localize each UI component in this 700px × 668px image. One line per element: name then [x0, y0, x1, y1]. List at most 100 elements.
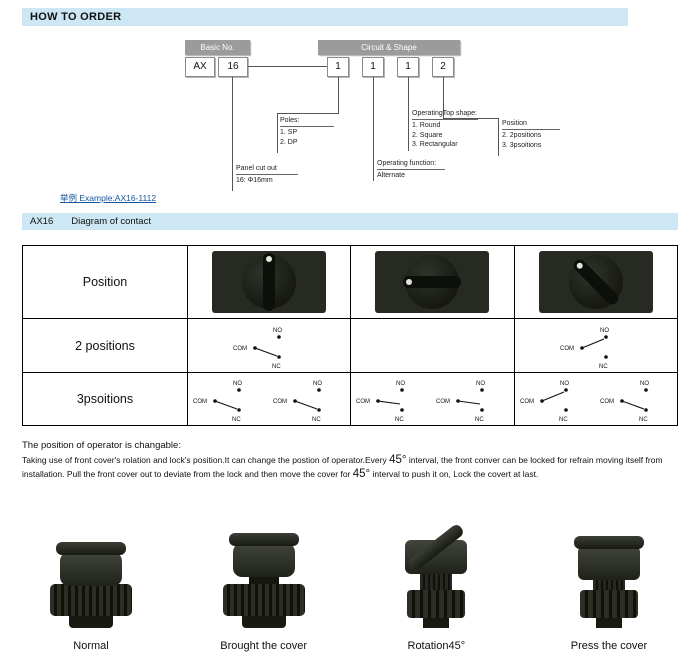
com-label: COM — [356, 399, 370, 405]
section-title: Diagram of contact — [71, 216, 151, 227]
no-label: NO — [396, 381, 405, 387]
com-label: COM — [436, 399, 450, 405]
switch-arm — [581, 337, 605, 349]
panel-cut-annotation: Panel cut out 16: Φ16mm — [236, 164, 298, 186]
switch-cap — [232, 543, 295, 577]
how-to-order-header: HOW TO ORDER — [22, 8, 628, 26]
switch-photo — [222, 502, 305, 628]
circuit-shape-label: Circuit & Shape — [318, 40, 460, 55]
example-text: 举例 Example:AX16-1112 — [60, 193, 157, 203]
no-terminal — [237, 388, 241, 392]
switch-cap — [577, 546, 640, 580]
row-label-2positions: 2 positions — [22, 318, 188, 373]
row-label-position: Position — [22, 245, 188, 319]
switch-photo — [573, 502, 644, 628]
no-label: NO — [640, 381, 649, 387]
connector-line — [338, 77, 339, 114]
knob-indicator-dot — [266, 256, 273, 262]
code-cell-circuit-2: 1 — [362, 57, 384, 77]
nc-terminal — [564, 408, 568, 412]
gallery-caption: Brought the cover — [220, 640, 308, 652]
switch-base — [241, 616, 286, 628]
gallery-item-normal: Normal — [12, 502, 170, 652]
position-option: 3. 3psoitions — [502, 141, 542, 149]
com-label: COM — [193, 399, 207, 405]
contact-diagram: NO COM NC — [356, 381, 405, 422]
switch-base — [69, 616, 113, 628]
panel-cut-option: 16: Φ16mm — [236, 177, 273, 185]
position-option: 2. 2positions — [502, 132, 542, 140]
poles-annotation: Poles: 1. SP 2. DP — [280, 116, 334, 147]
knob-indicator-dot — [575, 261, 584, 270]
position-photo-cell — [513, 245, 679, 319]
connector-line — [443, 77, 444, 119]
connector-line — [232, 77, 233, 191]
switch-thread-tip — [595, 618, 622, 628]
switch-arm — [458, 400, 481, 405]
contact-cell — [350, 318, 515, 373]
knob-circle — [403, 255, 462, 309]
description-body: Taking use of front cover's rolation and… — [22, 454, 682, 481]
switch-mounting-nut — [407, 590, 466, 618]
top-shape-annotation: OperatingTop shape: 1. Round 2. Square 3… — [412, 109, 478, 150]
connector-line — [408, 77, 409, 151]
degree-text: 45° — [389, 454, 407, 466]
com-label: COM — [273, 399, 287, 405]
contact-table: Position — [22, 245, 679, 426]
gallery-item-brought-cover: Brought the cover — [185, 502, 343, 652]
connector-line — [443, 118, 499, 119]
connector-line — [498, 118, 499, 156]
knob-handle — [403, 276, 462, 288]
connector-line — [277, 113, 338, 114]
position-annotation: Position 2. 2positions 3. 3psoitions — [502, 119, 560, 150]
switch-knurled-nut — [222, 584, 305, 616]
connector-line — [277, 113, 278, 153]
nc-terminal — [237, 408, 241, 412]
switch-handle — [228, 533, 299, 546]
no-terminal — [317, 388, 321, 392]
nc-label: NC — [599, 364, 608, 369]
knob-handle — [571, 257, 621, 307]
gallery-caption: Press the cover — [570, 640, 648, 652]
nc-label: NC — [395, 417, 404, 422]
nc-label: NC — [639, 417, 648, 422]
description-text: interval, the front conver can be locked… — [22, 455, 663, 479]
operating-function-title: Operating function: — [377, 159, 445, 171]
top-shape-option: 1. Round — [412, 122, 441, 130]
switch-handle — [573, 536, 644, 549]
no-label: NO — [560, 381, 569, 387]
code-cell-basic-1: AX — [185, 57, 215, 77]
com-label: COM — [600, 399, 614, 405]
knob-photo — [375, 251, 490, 313]
switch-handle — [56, 542, 126, 555]
no-terminal — [604, 334, 608, 339]
switch-cover-gap — [248, 577, 279, 586]
com-label: COM — [560, 346, 574, 352]
nc-terminal — [400, 408, 405, 412]
position-title: Position — [502, 119, 560, 131]
description-title: The position of operator is changable: — [22, 440, 181, 451]
no-terminal — [564, 388, 568, 392]
switch-arm — [378, 400, 401, 405]
knob-photo — [538, 251, 653, 313]
code-cell-basic-2: 16 — [218, 57, 248, 77]
top-shape-option: 2. Square — [412, 131, 443, 139]
switch-arm — [621, 400, 645, 410]
com-label: COM — [233, 346, 247, 352]
switch-thread-tip — [423, 618, 450, 628]
switch-photo — [404, 502, 468, 628]
operating-function-option: Alternate — [377, 172, 406, 180]
nc-terminal — [277, 354, 281, 359]
poles-option: 2. DP — [280, 138, 298, 146]
no-label: NO — [476, 381, 485, 387]
gallery-item-press-cover: Press the cover — [530, 502, 688, 652]
